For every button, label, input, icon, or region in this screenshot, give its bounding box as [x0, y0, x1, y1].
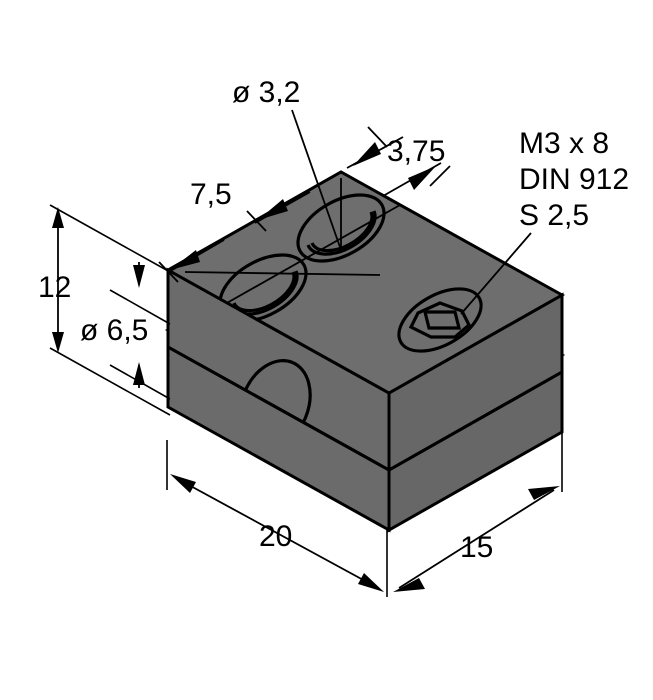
dim-height-ext-top [49, 204, 171, 273]
countersink-outer-ellipse-back [296, 193, 386, 263]
countersunk-hole-back [296, 193, 386, 263]
dim-length-arrow-right [358, 573, 384, 592]
dim-width-arrow-right [528, 486, 560, 500]
dim-length-line [175, 477, 379, 589]
screw-spec-line-2: DIN 912 [519, 163, 629, 196]
hole-axis-line-b [184, 271, 381, 276]
screw-spec-line-1: M3 x 8 [519, 127, 609, 160]
dim-hole-diameter: ø 3,2 [232, 76, 342, 251]
hex-socket-inner-face [422, 310, 462, 330]
dim-side-bore-label: ø 6,5 [80, 314, 148, 347]
dim-height-arrow-bottom [52, 332, 64, 353]
dim-height-arrow-top [52, 207, 64, 228]
dim-width: 15 [393, 432, 563, 592]
screw-spec-leader [460, 232, 532, 315]
dim-hole-pitch: 7,5 [158, 178, 311, 283]
dim-hole-edge-offset: 3,75 [346, 126, 451, 197]
bore-arc-front [232, 271, 296, 313]
hex-socket-screw [397, 287, 483, 353]
slab-gap-front-edge [166, 345, 391, 472]
dim-hole-pitch-label: 7,5 [190, 178, 232, 211]
screw-head-ellipse [397, 287, 483, 353]
dim-75-arrow-b [170, 250, 200, 270]
dim-width-label: 15 [460, 531, 493, 564]
countersink-inner-arc-back [306, 210, 377, 256]
dim-375-arrow-a [353, 142, 381, 166]
dim-375-tick-b [429, 165, 451, 187]
dim-width-arrow-left [393, 578, 425, 592]
dim-length: 20 [166, 440, 388, 597]
dim-hole-edge-offset-label: 3,75 [387, 135, 445, 168]
dim-height-ext-bottom [49, 347, 171, 416]
dim-375-tick-a [367, 126, 388, 148]
dim-height: 12 [38, 204, 171, 416]
dim-375-arrow-b [408, 166, 436, 190]
dim-75-arrow-a [258, 199, 288, 220]
dim-length-arrow-left [170, 474, 196, 493]
screw-spec-note: M3 x 8 DIN 912 S 2,5 [460, 127, 629, 315]
dim-75-tick-a [246, 210, 267, 232]
dim-width-line [398, 489, 555, 589]
dim-height-label: 12 [38, 271, 71, 304]
slab-gap-right-edge [387, 370, 564, 472]
dim-side-bore: ø 6,5 [80, 262, 171, 400]
dim-length-label: 20 [259, 520, 292, 553]
hole-axis-line-a [210, 204, 401, 313]
screw-spec-line-3: S 2,5 [519, 199, 589, 232]
dim-hole-diameter-label: ø 3,2 [232, 76, 300, 109]
dim-bore-ext-top [109, 289, 171, 325]
dim-hole-diameter-leader [291, 109, 342, 251]
hex-socket-polygon [408, 301, 471, 339]
